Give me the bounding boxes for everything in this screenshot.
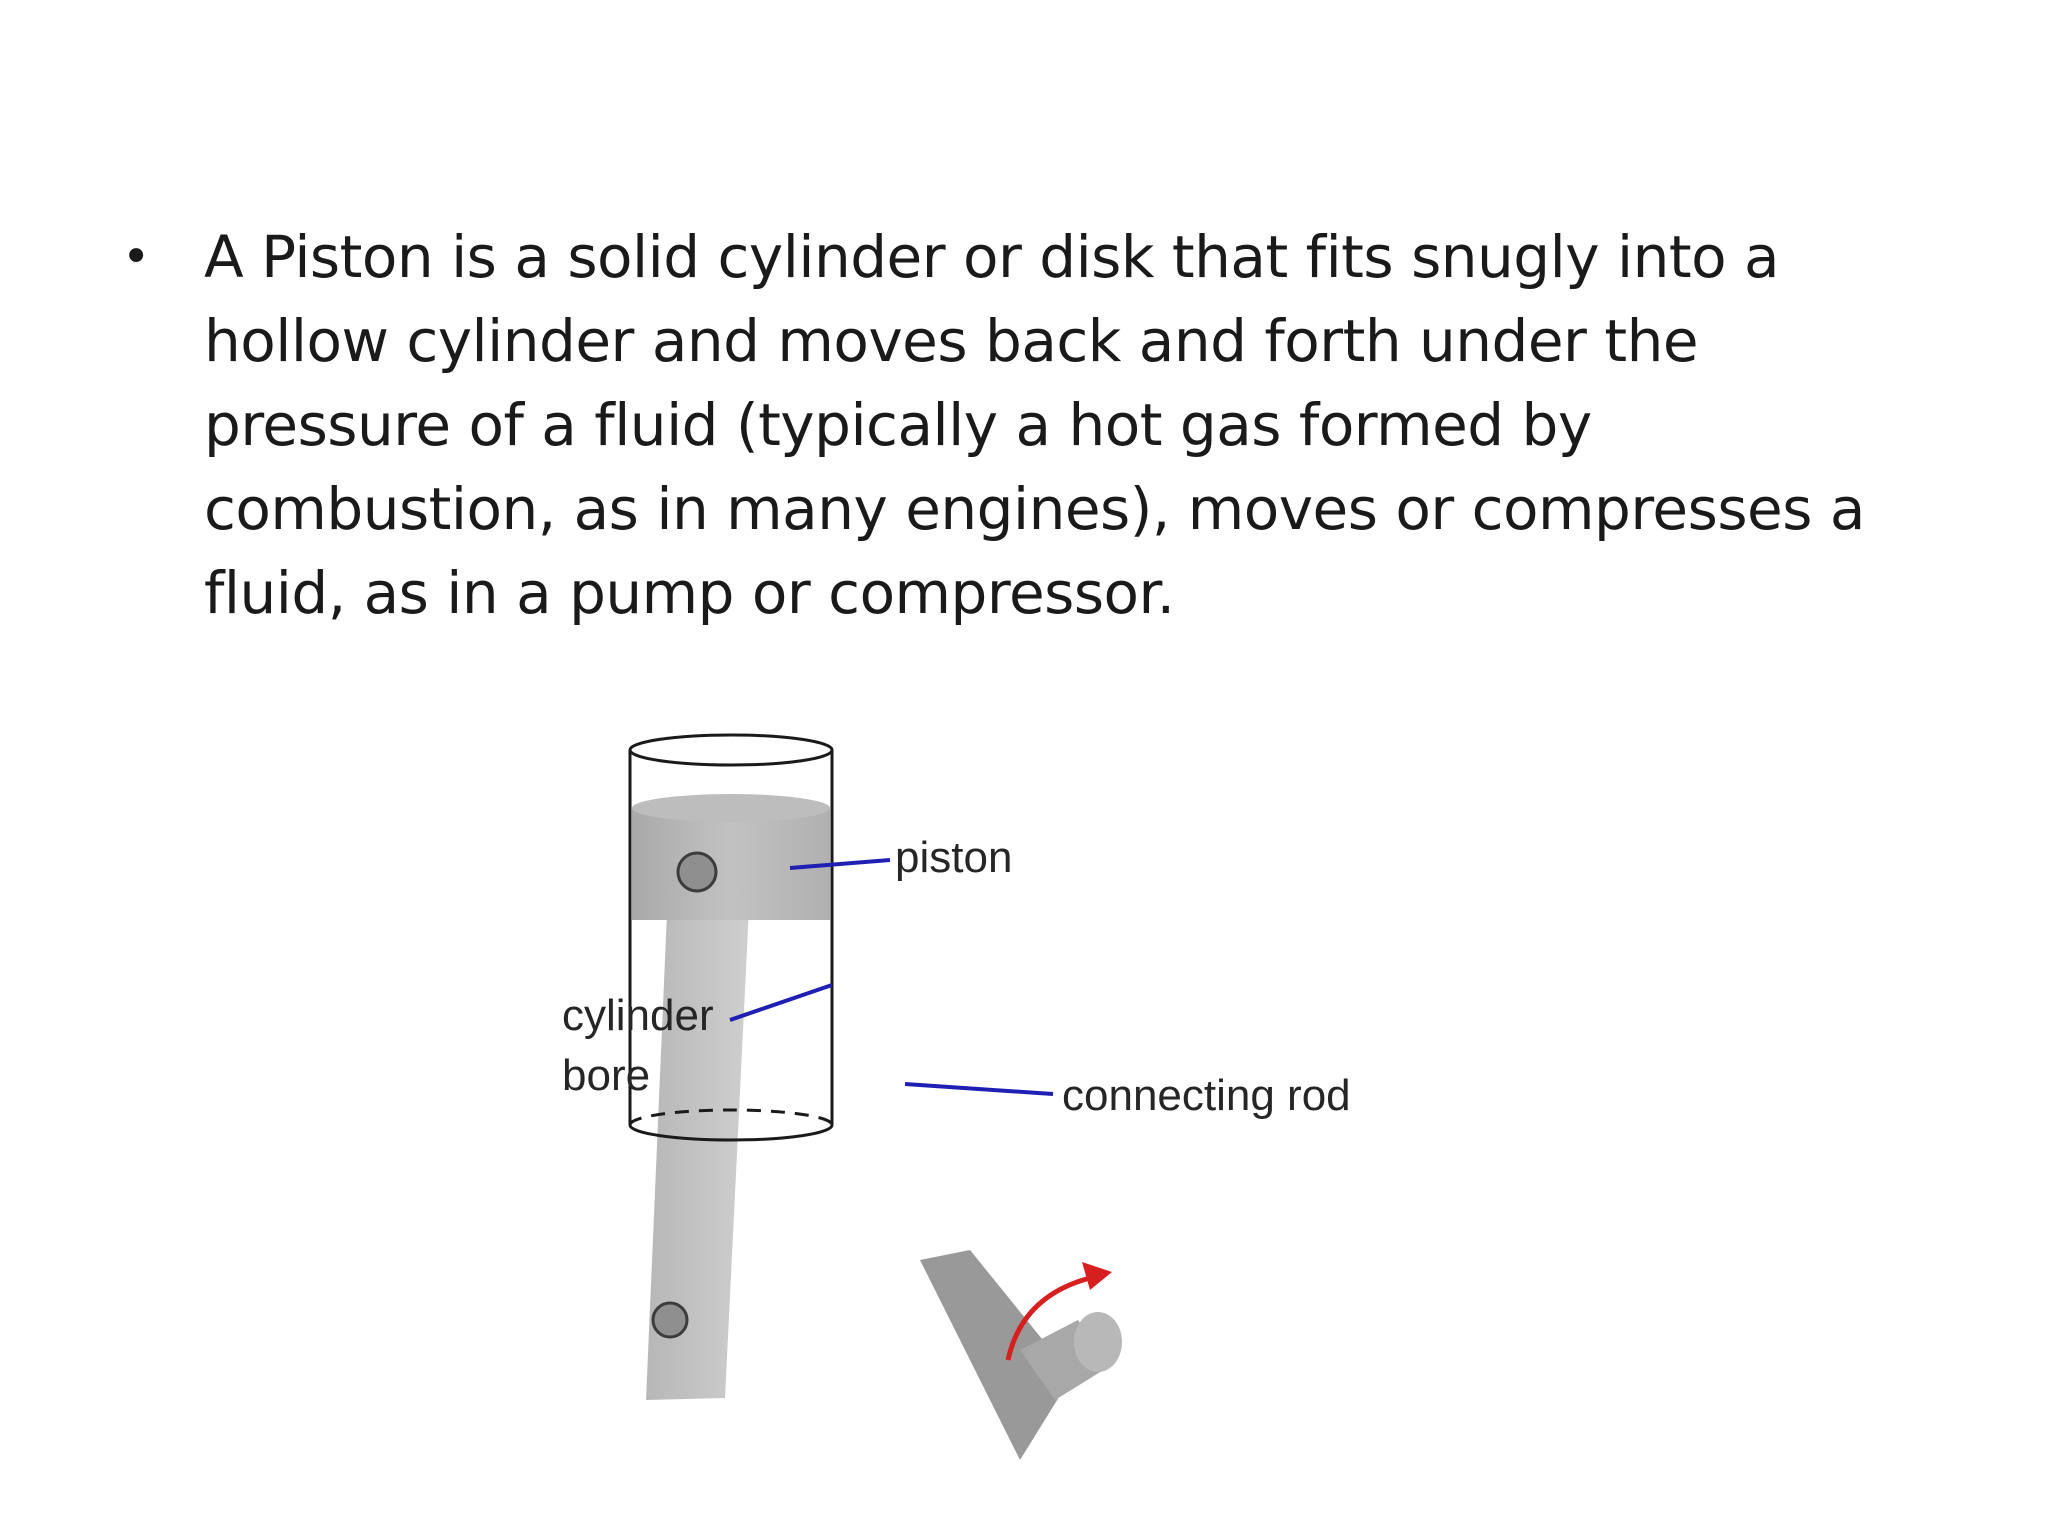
piston-diagram: piston cylinder bore connecting rod <box>550 710 1470 1530</box>
piston-diagram-svg: piston cylinder bore connecting rod <box>562 733 1351 1460</box>
connecting-rod-shape <box>646 888 750 1400</box>
cylinder-bottom-rim-front <box>628 1124 834 1142</box>
crank-arm <box>920 1250 1072 1460</box>
curved-arrow-icon <box>1005 1262 1112 1361</box>
cylinder-top-rim <box>628 733 834 767</box>
connecting-rod-label: connecting rod <box>1062 1071 1351 1120</box>
piston-leader-line <box>789 858 891 870</box>
piston-top <box>632 794 830 822</box>
cylinder-bore-leader-line <box>729 983 833 1022</box>
bullet-point: • A Piston is a solid cylinder or disk t… <box>120 215 1940 635</box>
cylinder-bore-label-line1: cylinder <box>562 991 714 1040</box>
wrist-pin <box>676 851 718 893</box>
cylinder-bore-label-line2: bore <box>562 1051 650 1100</box>
piston-body <box>632 808 830 920</box>
crank-pin-joint <box>651 1301 689 1339</box>
connecting-rod-leader-line <box>904 1082 1054 1096</box>
crank-pin-end <box>1074 1312 1122 1372</box>
bullet-dot-icon: • <box>122 229 150 285</box>
cylinder-bottom-rim-back <box>628 1108 834 1126</box>
bullet-text: A Piston is a solid cylinder or disk tha… <box>204 223 1865 627</box>
piston-label: piston <box>895 833 1012 882</box>
